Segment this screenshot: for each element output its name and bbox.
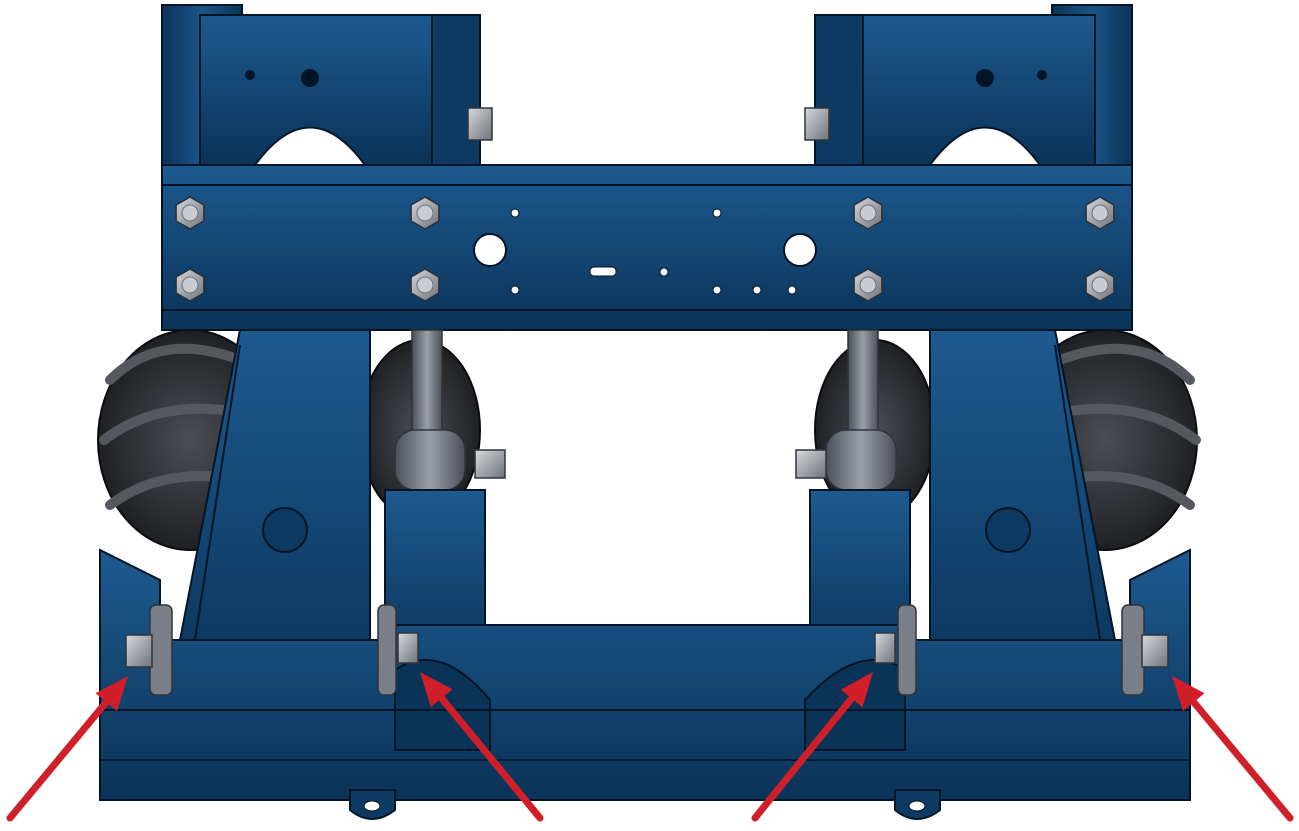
beam-bolt	[1085, 268, 1115, 302]
beam-bolt	[175, 196, 205, 230]
arrow-inner-right-bolt	[751, 672, 873, 822]
right-inner-pivot-bolt	[874, 604, 917, 696]
pivot-bolts	[125, 604, 1169, 696]
left-wheel-hanger	[179, 329, 371, 701]
arrow-bottom-right-bolt	[1172, 676, 1294, 822]
beam-bolt	[853, 196, 883, 230]
callout-arrows	[6, 672, 1294, 822]
cross-beam	[161, 164, 1133, 331]
beam-bolt	[1085, 196, 1115, 230]
left-inner-pivot-bolt	[377, 604, 419, 696]
right-outer-pivot-bolt	[1121, 604, 1169, 696]
upper-side-bolts	[467, 107, 830, 141]
arrow-bottom-left-bolt	[6, 676, 128, 822]
beam-bolt	[175, 268, 205, 302]
beam-bolt	[853, 268, 883, 302]
beam-bolt	[410, 196, 440, 230]
beam-bolt	[410, 268, 440, 302]
beam-bolts	[175, 196, 1115, 302]
left-upper-bracket	[161, 4, 481, 176]
left-outer-pivot-bolt	[125, 604, 173, 696]
right-upper-bracket	[814, 4, 1133, 176]
right-wheel-hanger	[929, 329, 1116, 701]
arrow-inner-left-bolt	[420, 672, 544, 822]
